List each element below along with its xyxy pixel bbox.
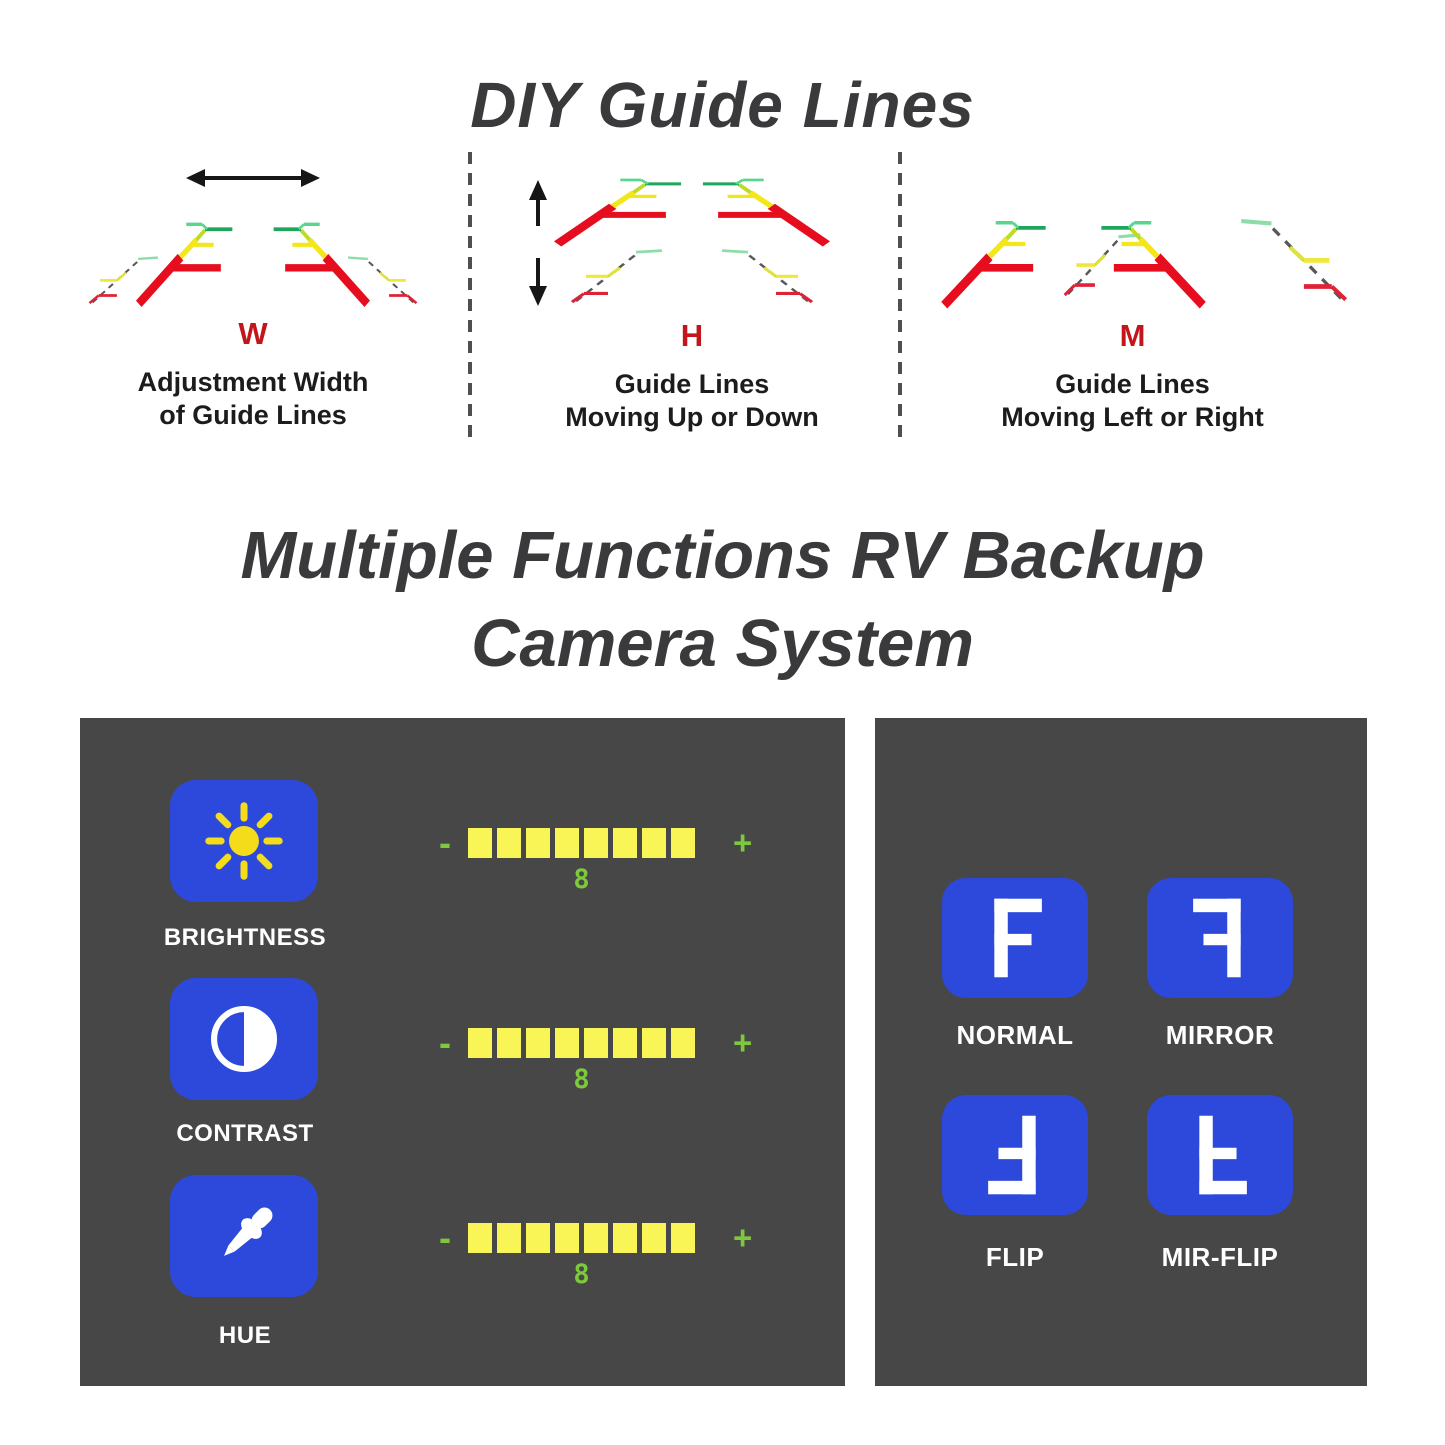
guide-lines-width-art [88,169,419,316]
diagram-caption: Guide Lines Moving Up or Down [565,369,819,432]
contrast-button[interactable] [170,978,318,1100]
f-normal-icon [994,898,1042,978]
level-bar [468,1028,695,1058]
level-value: 8 [573,864,590,895]
diagram-move-left-right: M Guide Lines Moving Left or Right [915,160,1350,434]
contrast-bar: - + 8 [432,1022,792,1096]
contrast-label: CONTRAST [176,1120,314,1147]
hue-label: HUE [218,1322,272,1349]
mirror-flip-mode-button[interactable] [1147,1095,1293,1215]
section-title: Multiple Functions RV Backup Camera Syst… [240,518,1205,682]
horizontal-double-arrow-icon [186,169,320,187]
vertical-arrows-icon [529,180,547,306]
level-value: 8 [573,1064,590,1095]
f-mirror-flip-icon [1199,1115,1247,1195]
minus-button[interactable]: - [439,1217,451,1258]
mirror-mode-button[interactable] [1147,878,1293,998]
brightness-bar: - + 8 [432,822,792,896]
level-bar [468,1223,695,1253]
f-flip-icon [988,1115,1036,1195]
diagram-divider-right [898,152,902,442]
normal-mode-button[interactable] [942,878,1088,998]
diagram-letter: H [680,318,704,353]
contrast-half-circle-icon [211,1006,277,1072]
diagram-divider-left [468,152,472,442]
brightness-label: BRIGHTNESS [163,924,327,951]
diagram-letter: M [1119,318,1146,353]
level-value: 8 [573,1259,590,1290]
plus-button[interactable]: + [733,1024,753,1061]
hue-bar: - + 8 [432,1217,792,1291]
flip-mode-button[interactable] [942,1095,1088,1215]
brightness-button[interactable] [170,780,318,902]
page-title: DIY Guide Lines [470,68,975,141]
plus-button[interactable]: + [733,824,753,861]
diagram-caption: Guide Lines Moving Left or Right [1001,369,1264,432]
diagram-width-adjust: W Adjustment Width of Guide Lines [58,158,448,432]
guide-lines-updown-art [529,156,892,306]
f-mirror-icon [1193,898,1241,978]
hue-eyedropper-icon [224,1207,273,1256]
normal-mode-label: NORMAL [956,1020,1074,1050]
mirror-mode-label: MIRROR [1165,1020,1275,1050]
guide-lines-leftright-art [915,160,1350,318]
brightness-sun-icon [205,802,283,880]
minus-button[interactable]: - [439,1022,451,1063]
adjustment-panel: BRIGHTNESS - + 8 CONTRAST - + 8 [80,718,845,1386]
diagram-letter: W [238,316,268,351]
minus-button[interactable]: - [439,822,451,863]
plus-button[interactable]: + [733,1219,753,1256]
diagram-caption: Adjustment Width of Guide Lines [137,367,369,430]
orientation-panel: NORMAL MIRROR FLIP MIR-FLIP [875,718,1367,1386]
hue-button[interactable] [170,1175,318,1297]
flip-mode-label: FLIP [985,1242,1045,1272]
diagram-move-up-down: H Guide Lines Moving Up or Down [492,156,892,434]
mirror-flip-mode-label: MIR-FLIP [1161,1242,1279,1272]
level-bar [468,828,695,858]
